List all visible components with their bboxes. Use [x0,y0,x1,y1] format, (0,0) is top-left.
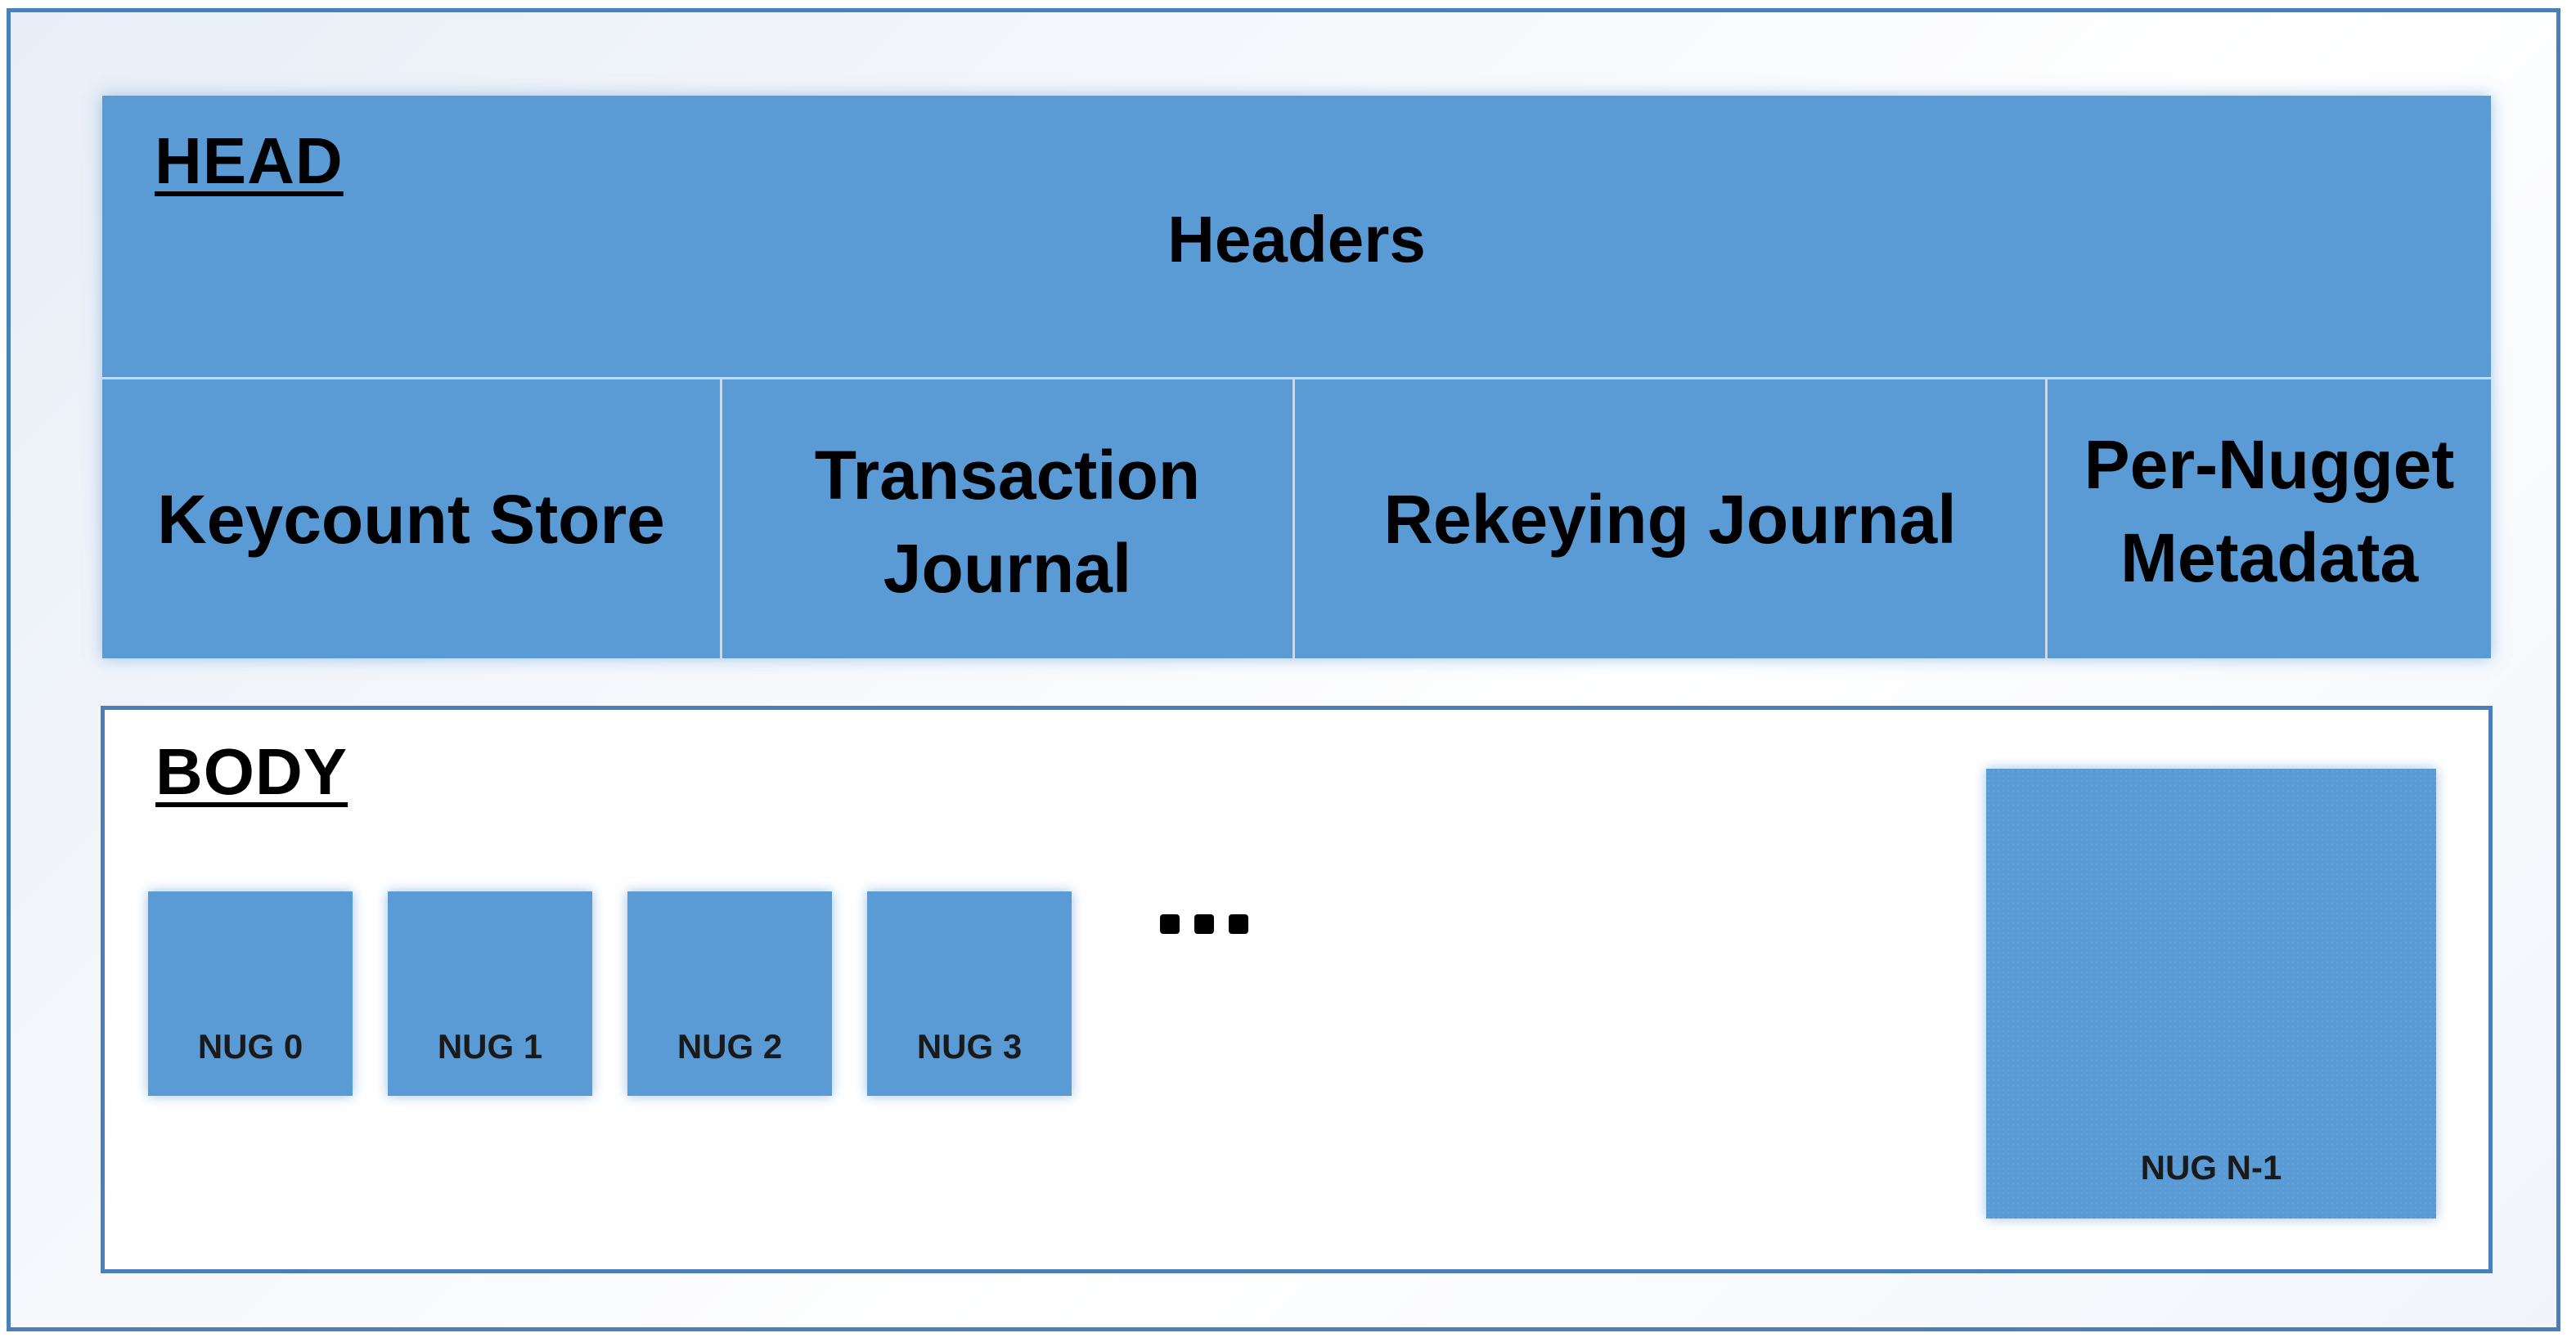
nugget-0: NUG 0 [148,891,353,1096]
head-block: HEAD Headers Keycount Store Transaction … [102,96,2491,658]
head-divider [102,377,2491,379]
rekeying-journal-cell: Rekeying Journal [1383,480,1957,558]
diagram-frame: HEAD Headers Keycount Store Transaction … [7,8,2560,1331]
ellipsis-dot [1194,914,1214,934]
body-block: BODY NUG 0 NUG 1 NUG 2 NUG 3 NUG N-1 [101,706,2493,1273]
headers-title: Headers [1167,203,1426,276]
head-label: HEAD [155,124,344,197]
nugget-1: NUG 1 [388,891,592,1096]
per-nugget-metadata-cell: Per-Nugget Metadata [2048,379,2491,658]
transaction-journal-cell: Transaction Journal [722,379,1292,658]
nugget-last: NUG N-1 [1986,769,2436,1219]
nugget-3: NUG 3 [867,891,1072,1096]
body-label: BODY [155,735,348,808]
nugget-2: NUG 2 [627,891,832,1096]
transaction-journal-label: Transaction Journal [814,436,1201,607]
cell-divider [2045,379,2048,658]
ellipsis-dot [1160,914,1180,934]
ellipsis-icon [1160,914,1248,934]
keycount-store-cell: Keycount Store [157,480,665,558]
cell-divider [1292,379,1295,658]
ellipsis-dot [1229,914,1248,934]
per-nugget-metadata-label: Per-Nugget Metadata [2084,425,2455,596]
cell-divider [720,379,722,658]
